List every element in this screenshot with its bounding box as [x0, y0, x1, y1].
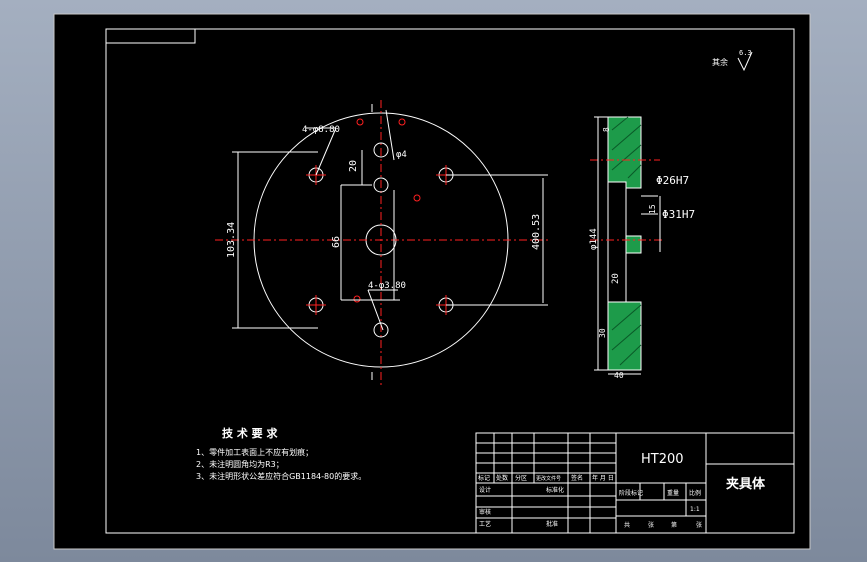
roughness-note: 其余: [712, 57, 728, 67]
roughness-icon: [737, 51, 753, 72]
side-bottom-label: 30: [598, 328, 607, 338]
row-approve: 批准: [546, 520, 558, 528]
dim-right-label: 400.53: [531, 214, 542, 250]
dim-20-label: 20: [348, 160, 359, 172]
row-design: 设计: [479, 486, 491, 494]
dim-66-label: 66: [331, 236, 342, 248]
hdr-doc: 更改文件号: [536, 475, 561, 482]
row-review: 审核: [479, 508, 491, 516]
dimension-lines: [232, 104, 548, 380]
front-view: 4-φ8.80 20 φ4 103.34 66 4-φ3.80 400.53: [215, 100, 548, 385]
side-top-label: 8: [602, 127, 611, 132]
side-dia-label: φ144: [589, 228, 599, 250]
corner-label-box: [105, 28, 196, 44]
inner-border: [105, 28, 795, 534]
hdr-date: 年 月 日: [592, 474, 614, 482]
drawing-sheet: [53, 13, 811, 550]
side-section-view: [590, 116, 662, 375]
title-block: [475, 432, 795, 534]
inner-bore: [607, 181, 627, 303]
part-name-label: 夹具体: [726, 476, 766, 492]
phi26-label: Φ26H7: [656, 174, 689, 187]
hatch: [611, 116, 642, 366]
row-process: 工艺: [479, 520, 491, 528]
note-2: 2、未注明圆角均为R3；: [196, 459, 284, 469]
dim-4x38-label: 4-φ3.80: [368, 281, 406, 291]
sheet-num: 第: [671, 521, 677, 529]
sheet-total: 共: [624, 521, 630, 529]
side-20-label: 20: [611, 273, 621, 284]
row-standard: 标准化: [546, 486, 564, 494]
dim-15-label: 15: [648, 204, 657, 214]
scale-value: 1:1: [690, 506, 700, 513]
phi31-label: Φ31H7: [662, 208, 695, 221]
note-1: 1、零件加工表面上不应有划痕；: [196, 447, 313, 457]
notes-title: 技 术 要 求: [222, 426, 278, 440]
dim-phi4-label: φ4: [396, 150, 407, 160]
hdr-count: 处数: [496, 474, 508, 482]
hdr-sign: 签名: [571, 474, 583, 482]
dim-4x8-label: 4-φ8.80: [302, 125, 340, 135]
roughness-value: 6.3: [739, 49, 752, 57]
material-label: HT200: [641, 452, 684, 467]
hdr-zone: 分区: [515, 474, 527, 482]
pin-holes: [353, 118, 421, 303]
dim-left-label: 103.34: [226, 222, 237, 258]
hdr-mark: 标记: [478, 474, 490, 482]
sheet-unit2: 张: [696, 521, 702, 529]
sheet-unit1: 张: [648, 521, 654, 529]
note-3: 3、未注明形状公差应符合GB1184-80的要求。: [196, 471, 366, 481]
stage-scale: 比例: [689, 489, 701, 497]
stage-weight: 重量: [667, 489, 679, 497]
stage-mark: 阶段标记: [619, 489, 643, 497]
side-bottom-width-label: 40: [614, 371, 624, 380]
